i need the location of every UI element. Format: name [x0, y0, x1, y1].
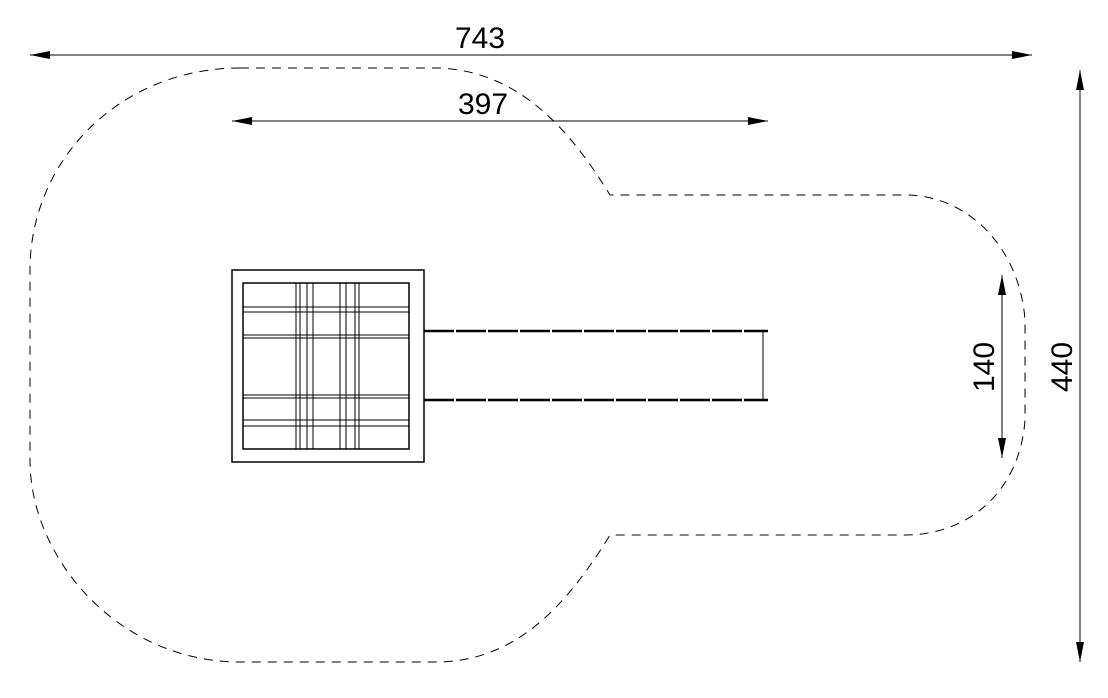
slide [424, 329, 768, 402]
dimension-slide-width: 140 [968, 275, 1006, 458]
dimension-overall-length: 743 [30, 22, 1032, 59]
dimension-tower-to-slide: 397 [232, 88, 768, 125]
tower [231, 269, 425, 463]
dimension-overall-width: 440 [1046, 70, 1084, 662]
safety-zone-outline [29, 67, 1026, 663]
dimension-label-440: 440 [1046, 342, 1079, 392]
dimension-label-140: 140 [968, 342, 1001, 392]
dimension-label-397: 397 [458, 88, 508, 121]
dimension-label-743: 743 [455, 22, 505, 55]
